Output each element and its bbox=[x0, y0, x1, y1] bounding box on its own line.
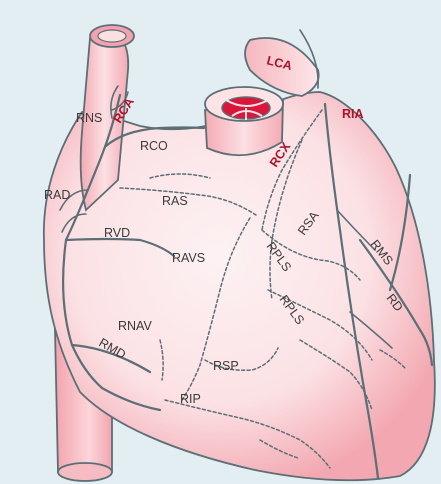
label-ravs: RAVS bbox=[172, 251, 205, 265]
vena-cava-inner bbox=[98, 30, 126, 42]
label-rad: RAD bbox=[44, 188, 70, 202]
label-ras: RAS bbox=[162, 194, 188, 208]
label-rsp: RSP bbox=[213, 359, 239, 373]
label-rco: RCO bbox=[140, 139, 168, 153]
vena-cava-rim bbox=[58, 463, 112, 481]
label-rvd: RVD bbox=[104, 226, 130, 240]
label-ria: RIA bbox=[342, 107, 364, 121]
label-rip: RIP bbox=[180, 392, 201, 406]
label-rnav: RNAV bbox=[118, 319, 152, 333]
label-rns: RNS bbox=[76, 111, 102, 125]
